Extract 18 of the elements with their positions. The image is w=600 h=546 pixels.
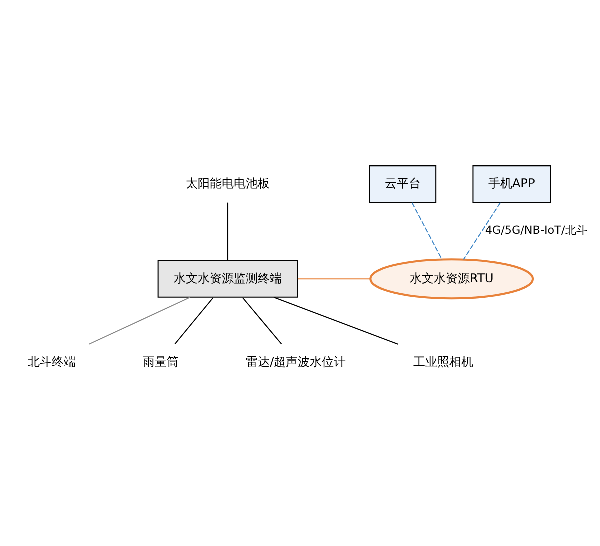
connector [298,278,370,280]
connector [412,202,443,260]
node-box: 手机APP [472,165,552,203]
connector [242,296,282,344]
node-box: 云平台 [369,165,437,203]
node-text: 雷达/超声波水位计 [246,354,346,368]
connector [228,202,229,260]
connector [463,202,502,260]
connector [274,296,398,344]
connector [174,296,214,344]
connector [89,296,190,344]
node-text: 雨量筒 [142,354,179,368]
node-box: 水文水资源监测终端 [158,260,298,298]
node-ellipse: 水文水资源RTU [370,258,534,300]
node-text: 北斗终端 [28,354,76,368]
node-text: 工业照相机 [414,354,474,368]
edge-label: 4G/5G/NB-IoT/北斗 [485,224,588,237]
node-text: 太阳能电电池板 [186,176,270,190]
